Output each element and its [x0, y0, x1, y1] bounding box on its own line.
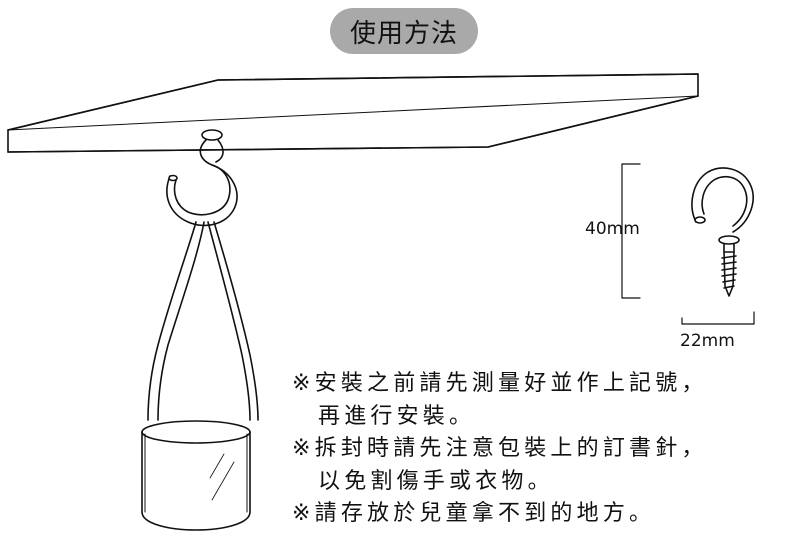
cup-hook-installed	[166, 129, 238, 227]
ceiling-board	[7, 73, 699, 153]
usage-notes: ※安裝之前請先測量好並作上記號， 再進行安裝。 ※拆封時請先注意包裝上的訂書針，…	[292, 368, 797, 531]
note-line-2: 再進行安裝。	[318, 403, 476, 429]
hook-dimension-detail	[621, 163, 755, 325]
page-title: 使用方法	[349, 18, 458, 49]
width-dimension-label: 22mm	[680, 331, 735, 351]
height-dimension-label: 40mm	[585, 219, 640, 239]
glass-pot	[141, 420, 251, 531]
title-badge: 使用方法	[330, 8, 478, 54]
note-line-4: 以免割傷手或衣物。	[318, 468, 554, 494]
hanging-rope	[147, 221, 259, 421]
note-line-1: ※安裝之前請先測量好並作上記號，	[292, 371, 708, 396]
note-line-5: ※請存放於兒童拿不到的地方。	[292, 501, 656, 526]
note-line-3: ※拆封時請先注意包裝上的訂書針，	[292, 436, 708, 461]
